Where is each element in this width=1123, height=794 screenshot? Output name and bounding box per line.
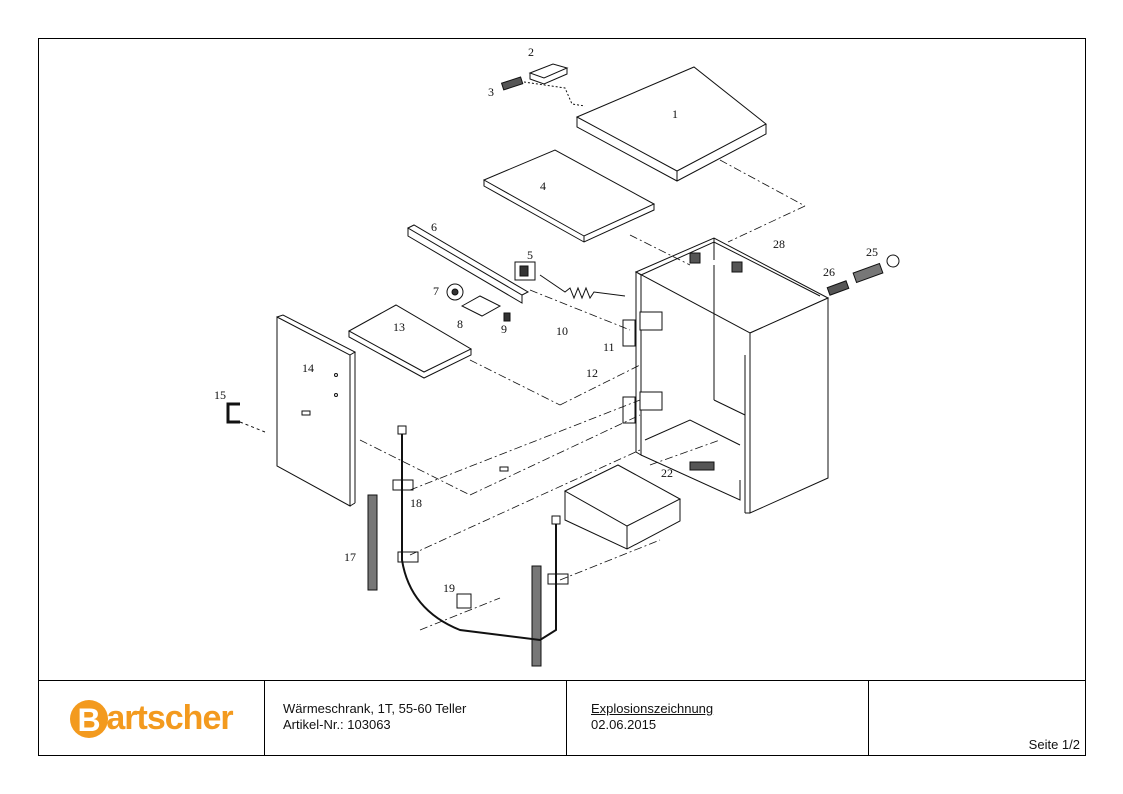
label-28: 28 [773, 237, 785, 251]
page-number: Seite 1/2 [1028, 737, 1080, 752]
part-1-top-panel [575, 66, 767, 182]
label-19: 19 [443, 581, 455, 595]
title-block: B artscher Wärmeschrank, 1T, 55-60 Telle… [38, 680, 1086, 756]
doc-type-cell: Explosionszeichnung 02.06.2015 [567, 681, 869, 756]
part-9-screw [503, 312, 511, 322]
part-15-handle [226, 402, 240, 424]
doc-type: Explosionszeichnung [591, 701, 714, 716]
part-2-bracket [528, 63, 569, 85]
label-8: 8 [457, 317, 463, 331]
label-26: 26 [823, 265, 835, 279]
label-3: 3 [488, 85, 494, 99]
drawing-frame [38, 38, 1086, 756]
part-5-thermostat [514, 261, 536, 281]
label-15: 15 [214, 388, 226, 402]
doc-date: 02.06.2015 [591, 717, 657, 732]
label-4: 4 [540, 179, 546, 193]
svg-text:B: B [78, 702, 101, 738]
product-cell: Wärmeschrank, 1T, 55-60 Teller Artikel-N… [265, 681, 567, 756]
label-12: 12 [586, 366, 598, 380]
part-17-strip [367, 494, 542, 667]
part-3-connector [500, 76, 524, 91]
label-25: 25 [866, 245, 878, 259]
part-11-hinges [622, 311, 663, 424]
page-cell: Seite 1/2 [869, 681, 1086, 756]
logo-wordmark: artscher [106, 699, 233, 737]
label-17: 17 [344, 550, 356, 564]
heating-cable [401, 430, 557, 642]
part-number-labels: 1 2 3 4 5 6 7 8 9 10 11 12 13 14 15 17 1… [214, 45, 878, 595]
label-2: 2 [528, 45, 534, 59]
label-18: 18 [410, 496, 422, 510]
label-9: 9 [501, 322, 507, 336]
bartscher-logo: B artscher [69, 696, 234, 742]
label-22: 22 [661, 466, 673, 480]
product-name: Wärmeschrank, 1T, 55-60 Teller [283, 701, 467, 716]
label-6: 6 [431, 220, 437, 234]
part-6-front-strip [406, 224, 530, 304]
logo-b-mark-icon: B [70, 699, 109, 738]
part-4-tray [482, 149, 656, 243]
label-14: 14 [302, 361, 314, 375]
part-14-door [276, 314, 509, 507]
logo-cell: B artscher [38, 681, 265, 756]
part-25-plug [852, 254, 900, 284]
label-5: 5 [527, 248, 533, 262]
part-26-clip [826, 280, 850, 296]
part-22-drawer [563, 464, 682, 550]
part-19-clamp [456, 593, 472, 609]
label-7: 7 [433, 284, 439, 298]
part-7-knob [446, 283, 464, 301]
label-13: 13 [393, 320, 405, 334]
label-1: 1 [672, 107, 678, 121]
label-10: 10 [556, 324, 568, 338]
label-11: 11 [603, 340, 615, 354]
part-13-shelf [347, 304, 473, 379]
part-8-plate [460, 295, 502, 317]
article-number: Artikel-Nr.: 103063 [283, 717, 391, 732]
